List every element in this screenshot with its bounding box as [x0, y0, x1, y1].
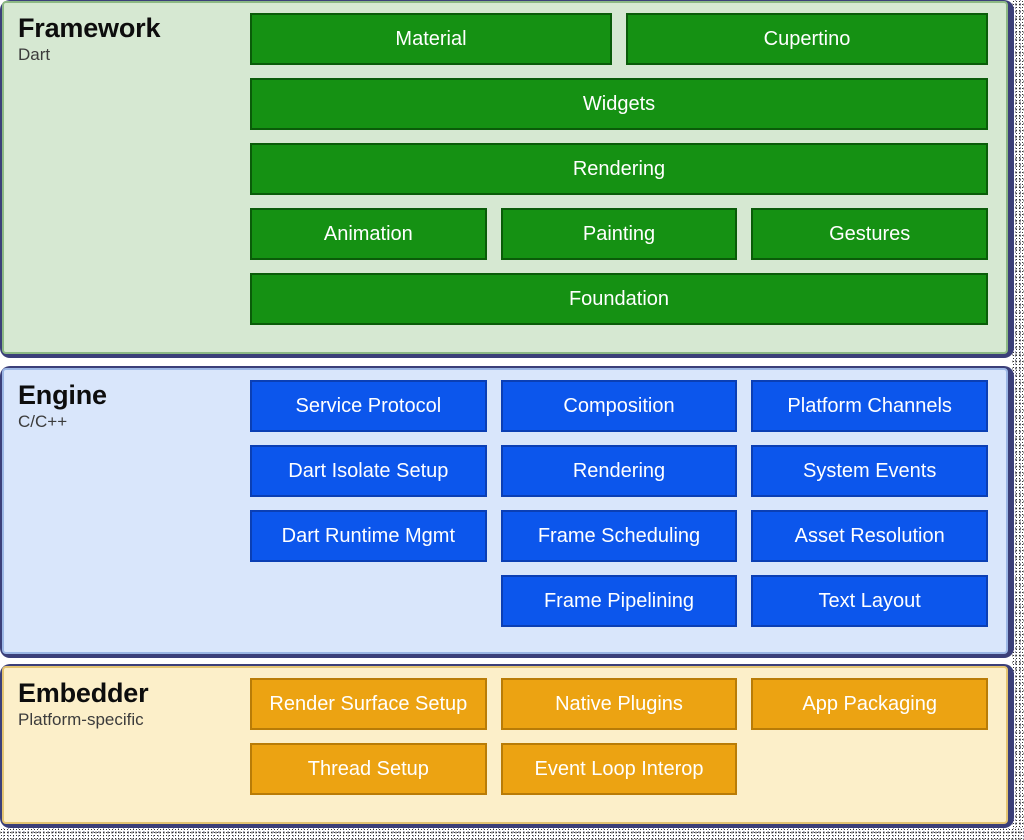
engine-box-dart-isolate-setup[interactable]: Dart Isolate Setup — [250, 445, 487, 497]
framework-layer-panel: Framework Dart Material Cupertino Widget… — [2, 1, 1008, 354]
framework-box-painting[interactable]: Painting — [500, 208, 738, 260]
embedder-row-2: Thread Setup Event Loop Interop — [250, 743, 988, 795]
framework-row-5: Foundation — [250, 273, 988, 325]
engine-box-frame-pipelining[interactable]: Frame Pipelining — [500, 575, 738, 627]
bottom-edge-noise-band — [0, 828, 1024, 840]
engine-layer-subtitle: C/C++ — [18, 412, 68, 432]
right-edge-noise-band — [1012, 0, 1024, 840]
embedder-box-grid: Render Surface Setup Native Plugins App … — [250, 668, 1006, 822]
engine-box-asset-resolution[interactable]: Asset Resolution — [751, 510, 989, 562]
embedder-row-1: Render Surface Setup Native Plugins App … — [250, 678, 989, 730]
engine-box-rendering[interactable]: Rendering — [500, 445, 738, 497]
engine-box-grid: Service Protocol Composition Platform Ch… — [250, 370, 1006, 652]
embedder-box-native-plugins[interactable]: Native Plugins — [500, 678, 738, 730]
framework-box-material[interactable]: Material — [250, 13, 612, 65]
embedder-box-thread-setup[interactable]: Thread Setup — [250, 743, 487, 795]
engine-box-frame-scheduling[interactable]: Frame Scheduling — [500, 510, 738, 562]
framework-row-2: Widgets — [250, 78, 988, 130]
embedder-layer-subtitle: Platform-specific — [18, 710, 144, 730]
engine-layer-panel: Engine C/C++ Service Protocol Compositio… — [2, 368, 1008, 654]
framework-box-animation[interactable]: Animation — [250, 208, 487, 260]
embedder-layer-panel: Embedder Platform-specific Render Surfac… — [2, 666, 1008, 824]
engine-row-4: Frame Pipelining Text Layout — [250, 575, 989, 627]
engine-row-1: Service Protocol Composition Platform Ch… — [250, 380, 989, 432]
engine-row-4-empty-slot — [250, 575, 487, 627]
engine-title-block: Engine C/C++ — [4, 370, 250, 652]
framework-box-grid: Material Cupertino Widgets Rendering Ani… — [250, 3, 1006, 352]
embedder-row-2-empty-slot — [751, 743, 988, 795]
embedder-box-app-packaging[interactable]: App Packaging — [751, 678, 989, 730]
engine-box-text-layout[interactable]: Text Layout — [751, 575, 989, 627]
embedder-box-event-loop-interop[interactable]: Event Loop Interop — [500, 743, 738, 795]
engine-row-3: Dart Runtime Mgmt Frame Scheduling Asset… — [250, 510, 989, 562]
embedder-layer-title: Embedder — [18, 678, 149, 708]
embedder-title-block: Embedder Platform-specific — [4, 668, 250, 822]
framework-box-gestures[interactable]: Gestures — [751, 208, 989, 260]
embedder-box-render-surface-setup[interactable]: Render Surface Setup — [250, 678, 487, 730]
framework-box-rendering[interactable]: Rendering — [250, 143, 988, 195]
engine-box-system-events[interactable]: System Events — [751, 445, 989, 497]
framework-box-widgets[interactable]: Widgets — [250, 78, 988, 130]
engine-box-composition[interactable]: Composition — [500, 380, 738, 432]
engine-box-dart-runtime-mgmt[interactable]: Dart Runtime Mgmt — [250, 510, 487, 562]
engine-box-platform-channels[interactable]: Platform Channels — [751, 380, 989, 432]
framework-layer-subtitle: Dart — [18, 45, 51, 65]
framework-box-cupertino[interactable]: Cupertino — [626, 13, 988, 65]
framework-box-foundation[interactable]: Foundation — [250, 273, 988, 325]
engine-layer-title: Engine — [18, 380, 107, 410]
framework-row-3: Rendering — [250, 143, 988, 195]
framework-title-block: Framework Dart — [4, 3, 250, 352]
framework-row-1: Material Cupertino — [250, 13, 988, 65]
framework-layer-title: Framework — [18, 13, 161, 43]
framework-row-4: Animation Painting Gestures — [250, 208, 989, 260]
engine-box-service-protocol[interactable]: Service Protocol — [250, 380, 487, 432]
engine-row-2: Dart Isolate Setup Rendering System Even… — [250, 445, 989, 497]
